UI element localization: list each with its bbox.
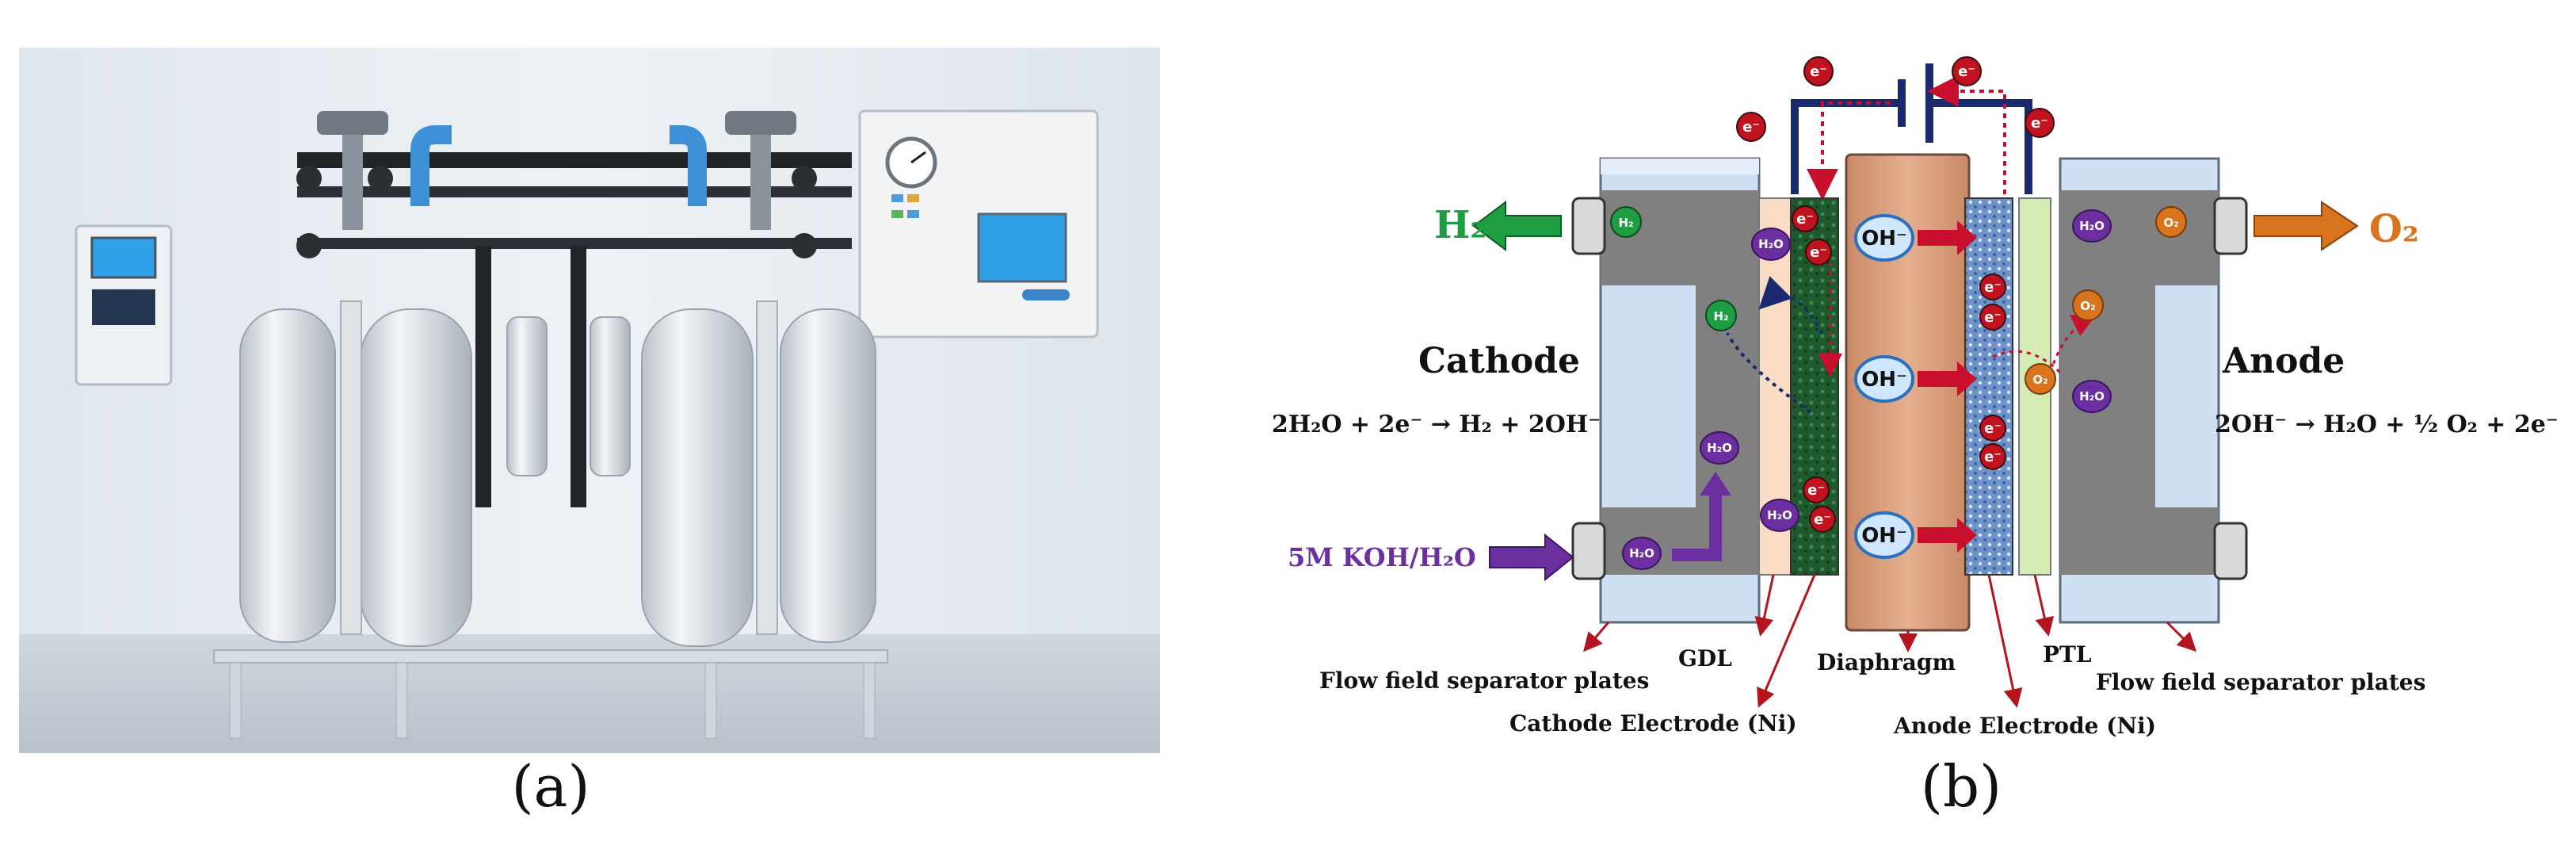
- h2-output-label: H₂: [1434, 203, 1486, 247]
- electron-icon: e⁻: [1805, 239, 1832, 266]
- electron-icon: e⁻: [1803, 56, 1834, 86]
- svg-text:H₂O: H₂O: [2079, 389, 2105, 404]
- hydroxide-bubbles: OH⁻ OH⁻ OH⁻: [1854, 214, 1914, 559]
- cathode-title: Cathode: [1418, 341, 1580, 381]
- water-molecule-icon: H₂O: [2072, 209, 2112, 243]
- anode-reaction: 2OH⁻ → H₂O + ½ O₂ + 2e⁻: [2215, 411, 2559, 438]
- anode-title: Anode: [2222, 341, 2345, 381]
- caption-a: (a): [511, 753, 590, 820]
- o2-outlet-port: [2213, 197, 2248, 255]
- svg-text:e⁻: e⁻: [1814, 511, 1831, 528]
- h2-out-arrow: [1472, 201, 1562, 251]
- electron-icon: e⁻: [1979, 415, 2006, 442]
- svg-text:OH⁻: OH⁻: [1861, 524, 1907, 548]
- svg-text:O₂: O₂: [2080, 299, 2095, 313]
- electron-icon: e⁻: [1979, 274, 2006, 300]
- control-cabinet-right: [858, 109, 1099, 339]
- electron-icon: e⁻: [1792, 205, 1818, 232]
- h2-molecule-icon: H₂: [1705, 300, 1737, 331]
- tank-3: [641, 308, 754, 647]
- water-molecule-icon: H₂O: [1700, 431, 1739, 465]
- water-molecule-icon: H₂O: [2072, 380, 2112, 413]
- svg-text:H₂O: H₂O: [1707, 441, 1732, 455]
- o2-molecule-icon: O₂: [2072, 289, 2104, 321]
- cathode-electrode-label: Cathode Electrode (Ni): [1509, 710, 1797, 736]
- h2-molecule-icon: H₂: [1610, 206, 1642, 238]
- svg-text:H₂: H₂: [1618, 216, 1633, 230]
- electrolyte-label: 5M KOH/H₂O: [1288, 542, 1476, 572]
- o2-molecule-icon: O₂: [2025, 363, 2056, 395]
- electron-icon: e⁻: [1979, 443, 2006, 470]
- control-panel-left: [74, 224, 173, 386]
- h2-outlet-port: [1571, 197, 1606, 255]
- svg-text:e⁻: e⁻: [1958, 63, 1975, 80]
- electron-icon: e⁻: [2025, 108, 2055, 138]
- svg-text:O₂: O₂: [2032, 373, 2047, 387]
- pipe-manifold: [297, 125, 852, 507]
- svg-text:H₂O: H₂O: [2079, 219, 2105, 233]
- svg-text:H₂O: H₂O: [1758, 237, 1784, 251]
- anode-electrode-label: Anode Electrode (Ni): [1893, 713, 2156, 739]
- electron-icon: e⁻: [1979, 304, 2006, 331]
- diaphragm-label: Diaphragm: [1817, 649, 1956, 675]
- hydroxide-icon: OH⁻: [1854, 214, 1914, 262]
- svg-text:H₂: H₂: [1713, 309, 1728, 323]
- hydroxide-icon: OH⁻: [1854, 511, 1914, 559]
- svg-text:e⁻: e⁻: [2031, 115, 2048, 132]
- valve-heads: [296, 111, 817, 258]
- water-molecule-icon: H₂O: [1622, 537, 1662, 570]
- molecule-bubbles: H₂ H₂ H₂O H₂O H₂O H₂O H₂O H₂O O₂ O₂ O₂: [1610, 206, 2187, 570]
- tank-1: [239, 308, 336, 643]
- svg-text:OH⁻: OH⁻: [1861, 227, 1907, 251]
- o2-out-arrow: [2254, 201, 2359, 251]
- svg-text:e⁻: e⁻: [1810, 244, 1827, 261]
- svg-text:e⁻: e⁻: [1742, 119, 1760, 136]
- svg-text:e⁻: e⁻: [1807, 482, 1825, 499]
- svg-text:e⁻: e⁻: [1984, 309, 2002, 326]
- water-molecule-icon: H₂O: [1760, 499, 1799, 532]
- label-leader-lines: [1583, 574, 2197, 708]
- right-lower-port: [2213, 522, 2248, 580]
- svg-text:OH⁻: OH⁻: [1861, 368, 1907, 392]
- ptl-label: PTL: [2043, 641, 2092, 668]
- svg-text:O₂: O₂: [2163, 216, 2178, 230]
- tank-2: [360, 308, 472, 647]
- svg-text:e⁻: e⁻: [1984, 279, 2002, 296]
- cathode-flow-arrow: [1672, 492, 1722, 561]
- o2-molecule-icon: O₂: [2155, 206, 2187, 238]
- anode-electrode-layer: [1964, 197, 2013, 576]
- panel-b-diagram: e⁻ e⁻ e⁻ e⁻ e⁻ e⁻ e⁻ e⁻ e⁻ e⁻ e⁻ e⁻ OH⁻ …: [1272, 56, 2559, 739]
- hydroxide-transport-arrows: [1918, 220, 1977, 553]
- electrolyte-inlet-port: [1571, 522, 1606, 580]
- tank-4: [780, 308, 876, 643]
- electron-bubbles: e⁻ e⁻ e⁻ e⁻ e⁻ e⁻ e⁻ e⁻ e⁻ e⁻ e⁻ e⁻: [1736, 56, 2055, 533]
- water-molecule-icon: H₂O: [1751, 228, 1791, 261]
- svg-text:H₂O: H₂O: [1767, 508, 1792, 522]
- svg-text:e⁻: e⁻: [1810, 63, 1827, 80]
- caption-b: (b): [1920, 753, 2002, 820]
- hydroxide-icon: OH⁻: [1854, 355, 1914, 403]
- external-circuit: [1791, 63, 2032, 201]
- o2-output-label: O₂: [2369, 207, 2419, 251]
- svg-text:e⁻: e⁻: [1984, 449, 2002, 465]
- electron-icon: e⁻: [1803, 476, 1830, 503]
- flow-field-label-left: Flow field separator plates: [1319, 668, 1649, 694]
- cabinet-screen: [977, 212, 1067, 283]
- svg-text:e⁻: e⁻: [1984, 420, 2002, 437]
- electron-icon: e⁻: [1952, 56, 1982, 86]
- svg-text:H₂O: H₂O: [1629, 546, 1654, 560]
- panel-a-photo: [19, 48, 1160, 753]
- flow-field-label-right: Flow field separator plates: [2096, 669, 2425, 695]
- cathode-reaction: 2H₂O + 2e⁻ → H₂ + 2OH⁻: [1272, 411, 1601, 438]
- electron-icon: e⁻: [1809, 506, 1836, 533]
- gdl-label: GDL: [1678, 645, 1732, 671]
- electron-icon: e⁻: [1736, 112, 1766, 142]
- equipment-stand: [213, 649, 888, 739]
- electrolyte-in-arrow: [1489, 533, 1574, 582]
- svg-text:e⁻: e⁻: [1796, 211, 1814, 228]
- pressure-tanks: [239, 300, 876, 647]
